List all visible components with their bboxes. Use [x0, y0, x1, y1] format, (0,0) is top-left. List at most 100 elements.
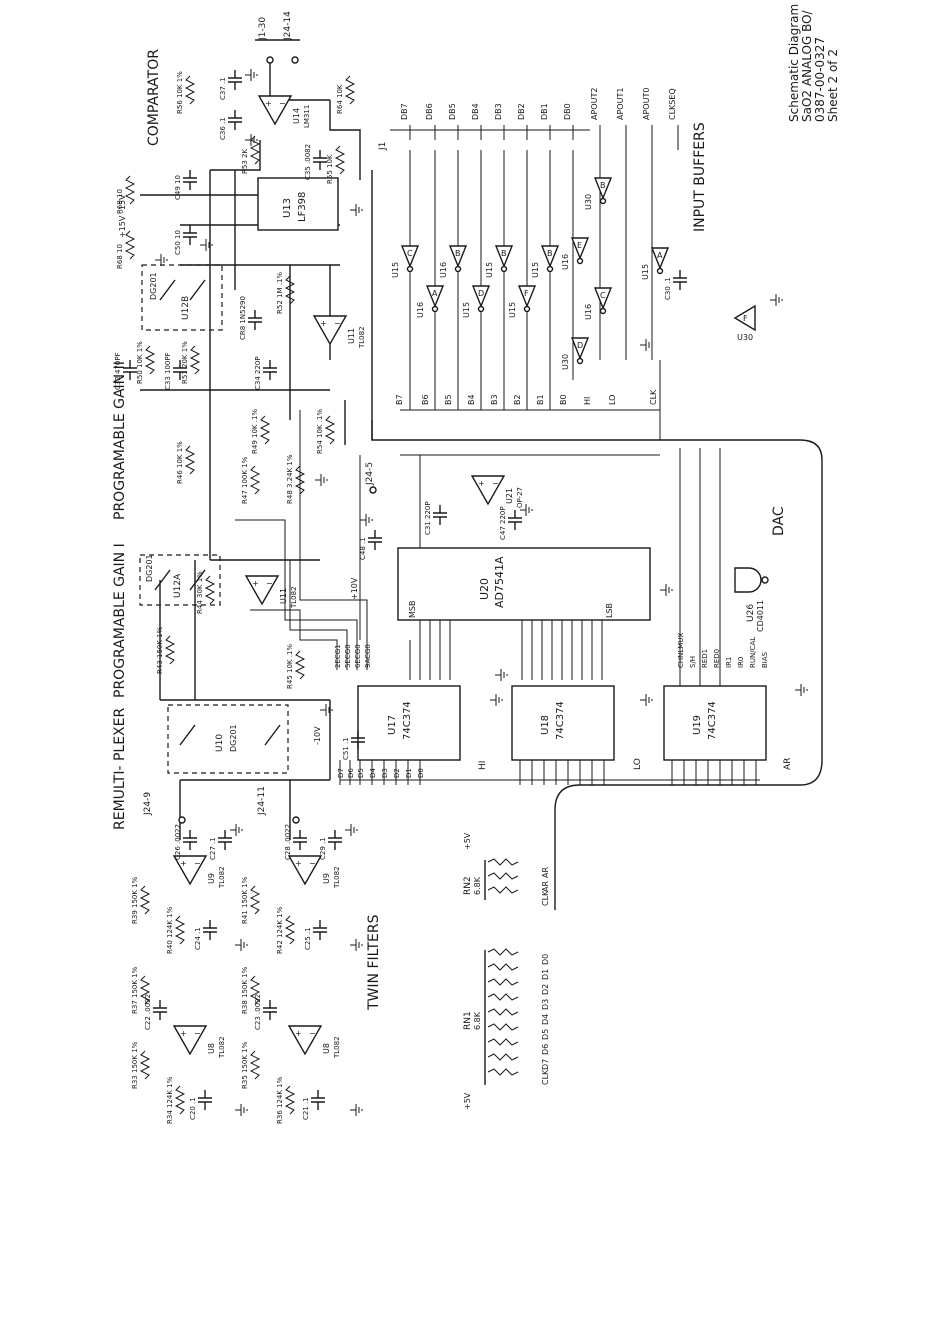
opamp-minus: −	[309, 859, 316, 868]
resistor-label: R52 1M .1%	[276, 272, 284, 314]
resistor-zigzag	[284, 275, 296, 305]
resistor-zigzag	[324, 415, 336, 445]
capacitor-plates	[328, 830, 342, 850]
rn1-pin-label: D5	[541, 1029, 550, 1040]
rn1-ref: RN1	[463, 1011, 473, 1030]
switch-u10-outline	[167, 704, 289, 774]
opamp-minus: −	[334, 319, 341, 328]
rn1-pin-label: D3	[541, 999, 550, 1010]
wiring	[140, 39, 823, 910]
capacitor-plates	[368, 530, 382, 550]
buffer-bubble	[431, 305, 439, 313]
resistor: R53 2K	[241, 135, 261, 174]
capacitor-plates	[508, 510, 522, 530]
opamp-ref: U11	[279, 588, 288, 604]
data-bus-label: DB1	[540, 103, 549, 120]
section-comparator: COMPARATOR	[146, 49, 162, 146]
capacitor-label: CR8 1N5290	[239, 296, 247, 340]
buffer-triangle	[540, 245, 560, 268]
switch-u12a-ref: U12A	[173, 573, 183, 598]
rn1-resistors	[487, 948, 519, 1076]
resistor-network-rn1: RN1 6.8K +5V	[463, 948, 519, 1110]
capacitor: C29 .1	[319, 830, 342, 860]
rn2-value: 6.8K	[473, 876, 482, 895]
capacitor: C23 .0022	[254, 994, 277, 1030]
resistor: R64 10K	[336, 75, 356, 114]
capacitor: C28 .0022	[284, 824, 307, 860]
capacitor-label: C30 .1	[664, 277, 672, 300]
latch-input-label: D7	[337, 768, 345, 778]
latch-ar-label: AR	[783, 758, 793, 770]
sheet-line: Sheet 2 of 2	[826, 49, 840, 122]
capacitor-label: C51 .1	[342, 737, 350, 760]
opamp-triangle	[287, 855, 323, 886]
opamp-minus: −	[492, 479, 499, 488]
buffer-triangle	[570, 237, 590, 260]
capacitor-plates	[183, 830, 197, 850]
conn-j24-11-pin	[292, 816, 300, 824]
capacitor-plates	[228, 110, 242, 130]
buffer-bubble	[500, 265, 508, 273]
resistor: R40 124K 1%	[166, 906, 186, 954]
ground-symbol	[520, 504, 533, 516]
rn2-resistors	[487, 858, 519, 894]
bus-label: B6	[421, 394, 430, 405]
latch-input-label: D3	[381, 768, 389, 778]
rn1-value: 6.8K	[473, 1011, 482, 1030]
buffer-ref: U30	[737, 333, 753, 342]
buffer-letter: B	[600, 181, 606, 190]
resistor-zigzag	[204, 575, 216, 605]
bus-label: LO	[608, 395, 617, 405]
rn1-pin-label: D2	[541, 984, 550, 995]
capacitor: C47 220P	[499, 506, 522, 540]
buffer-ref: U15	[641, 264, 650, 280]
resistor: R42 124K 1%	[276, 906, 296, 954]
data-bus-label: DB7	[400, 103, 409, 120]
capacitor-plates	[313, 920, 327, 940]
rn1-supply: +5V	[463, 1092, 472, 1110]
connector-labels: J1-30 J24-14 J1 J24-5 J24-9 J24-11 -15V …	[118, 11, 388, 824]
buffer-letter: B	[455, 249, 461, 258]
section-prog-gain-2: PROGRAMABLE GAIN II	[112, 361, 128, 520]
data-bus-label: DB0	[563, 103, 572, 120]
opamp-plus: +	[320, 319, 327, 328]
buffer-letter: F	[524, 289, 529, 298]
capacitor-plates	[153, 1000, 167, 1020]
resistor-label: R53 2K	[241, 149, 249, 174]
resistor-label: R46 10K 1%	[176, 441, 184, 484]
switch-u12b-outline	[141, 264, 223, 331]
doc-number-line: 0387-00-0327	[813, 37, 827, 122]
ground-symbols	[155, 69, 808, 1116]
opamp-plus: +	[295, 859, 302, 868]
resistor-zigzag	[124, 230, 136, 260]
switch-u12b: U12B DG201	[141, 264, 223, 331]
section-prog-gain-1: PROGRAMABLE GAIN I	[112, 543, 128, 698]
buffer-gate: F U15	[508, 285, 537, 318]
buffer-ref: U15	[508, 302, 517, 318]
resistor-zigzag	[294, 650, 306, 680]
buffer-triangle	[517, 285, 537, 308]
ground-symbol	[350, 204, 363, 216]
resistor-zigzag	[124, 175, 136, 205]
ground-symbol	[245, 69, 258, 81]
resistor-label: R54 10K .1%	[316, 409, 324, 454]
bus-label: B2	[513, 394, 522, 405]
buffer-triangle	[448, 245, 468, 268]
dac-control-label: RED0	[713, 649, 721, 668]
dac-msb: MSB	[408, 601, 417, 618]
chip-u13-ref: U13	[282, 198, 293, 218]
capacitor-label: C48 .1	[359, 537, 367, 560]
buffer-u30f: U30 F	[733, 304, 756, 342]
resistor-zigzag	[139, 975, 151, 1005]
resistor-label: R33 150K 1%	[131, 1041, 139, 1089]
buffer-letter: A	[657, 251, 663, 260]
resistor-zigzag	[249, 885, 261, 915]
